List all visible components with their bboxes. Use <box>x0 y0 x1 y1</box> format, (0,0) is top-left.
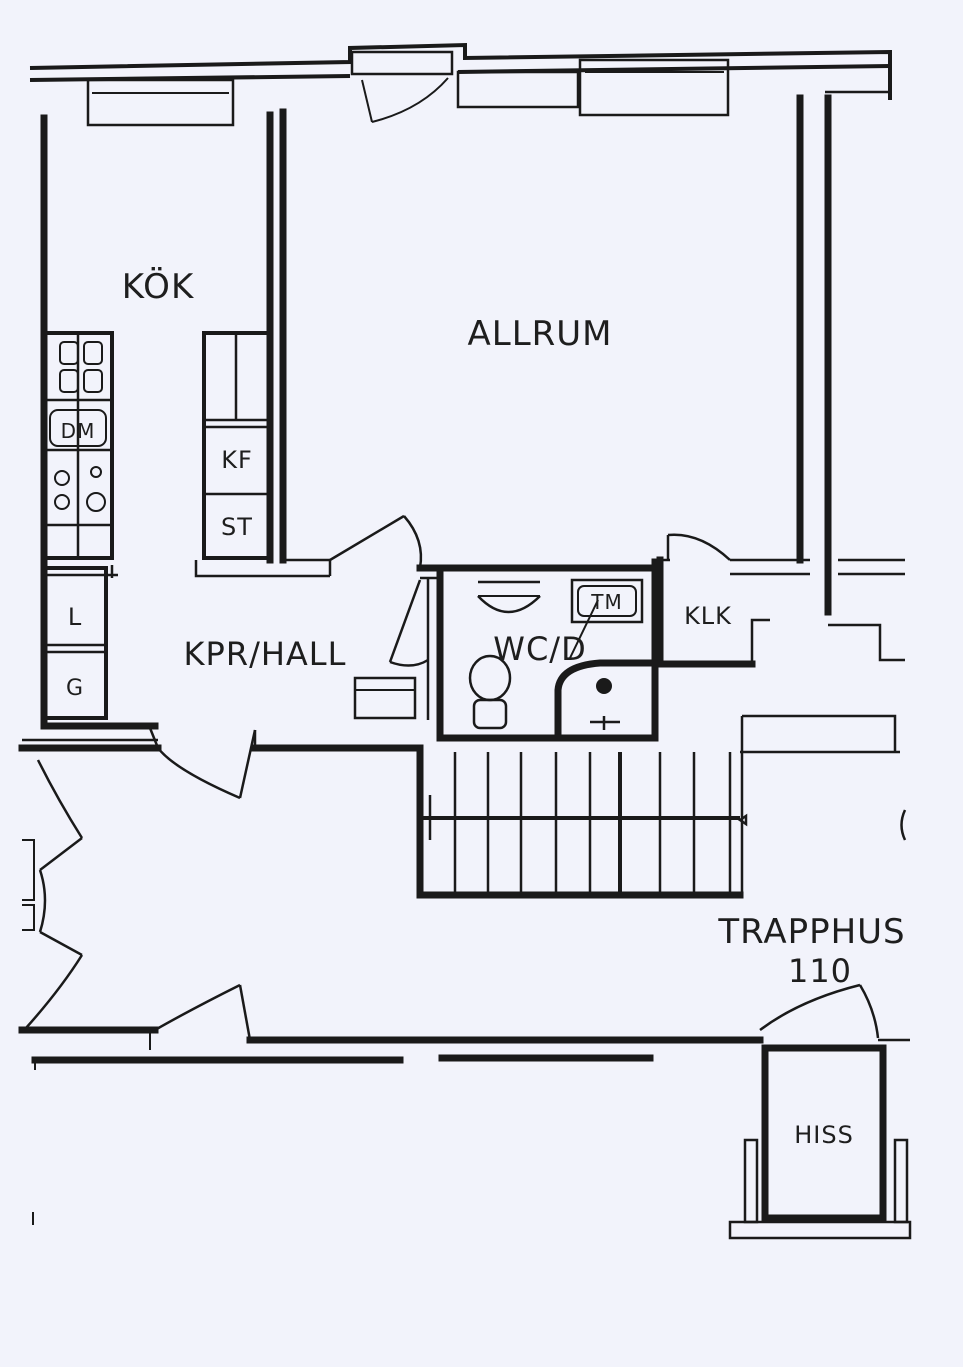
elevator <box>728 1044 912 1240</box>
label-wc-d: WC/D <box>493 630 586 668</box>
balcony-door <box>350 50 454 123</box>
toilet <box>468 654 512 730</box>
door-wc <box>388 579 429 667</box>
label-st: ST <box>221 513 253 541</box>
staircase <box>416 714 907 899</box>
label-tm: TM <box>590 590 622 614</box>
label-kpr-hall: KPR/HALL <box>184 635 347 673</box>
fridge-freezer-column <box>202 331 272 560</box>
hall-shelf <box>353 676 417 720</box>
label-kok: KÖK <box>122 266 195 307</box>
allrum-walls <box>730 94 905 662</box>
washing-machine <box>570 578 644 624</box>
door-allrum-hall <box>328 514 423 576</box>
label-hiss: HISS <box>794 1121 854 1149</box>
label-kf: KF <box>221 446 253 474</box>
stove <box>54 466 106 512</box>
window-kitchen <box>86 78 235 127</box>
closet-klk <box>656 533 770 668</box>
shower <box>554 599 659 742</box>
kitchen-counter <box>42 331 114 560</box>
window-allrum-left <box>456 70 580 109</box>
label-trapphus-number: 110 <box>788 952 852 990</box>
label-dm: DM <box>61 419 96 443</box>
label-allrum: ALLRUM <box>468 314 613 354</box>
label-trapphus: TRAPPHUS <box>717 912 905 952</box>
bottom-walls <box>31 1030 654 1225</box>
label-klk: KLK <box>684 602 732 630</box>
apartment-front-wall <box>18 727 424 800</box>
wardrobe-cabinets <box>42 565 118 720</box>
label-l: L <box>68 603 82 631</box>
sink <box>477 580 541 614</box>
window-allrum-right <box>578 58 730 117</box>
bathroom-walls <box>416 558 670 742</box>
label-g: G <box>66 676 84 701</box>
corridor-walls <box>18 759 910 1044</box>
